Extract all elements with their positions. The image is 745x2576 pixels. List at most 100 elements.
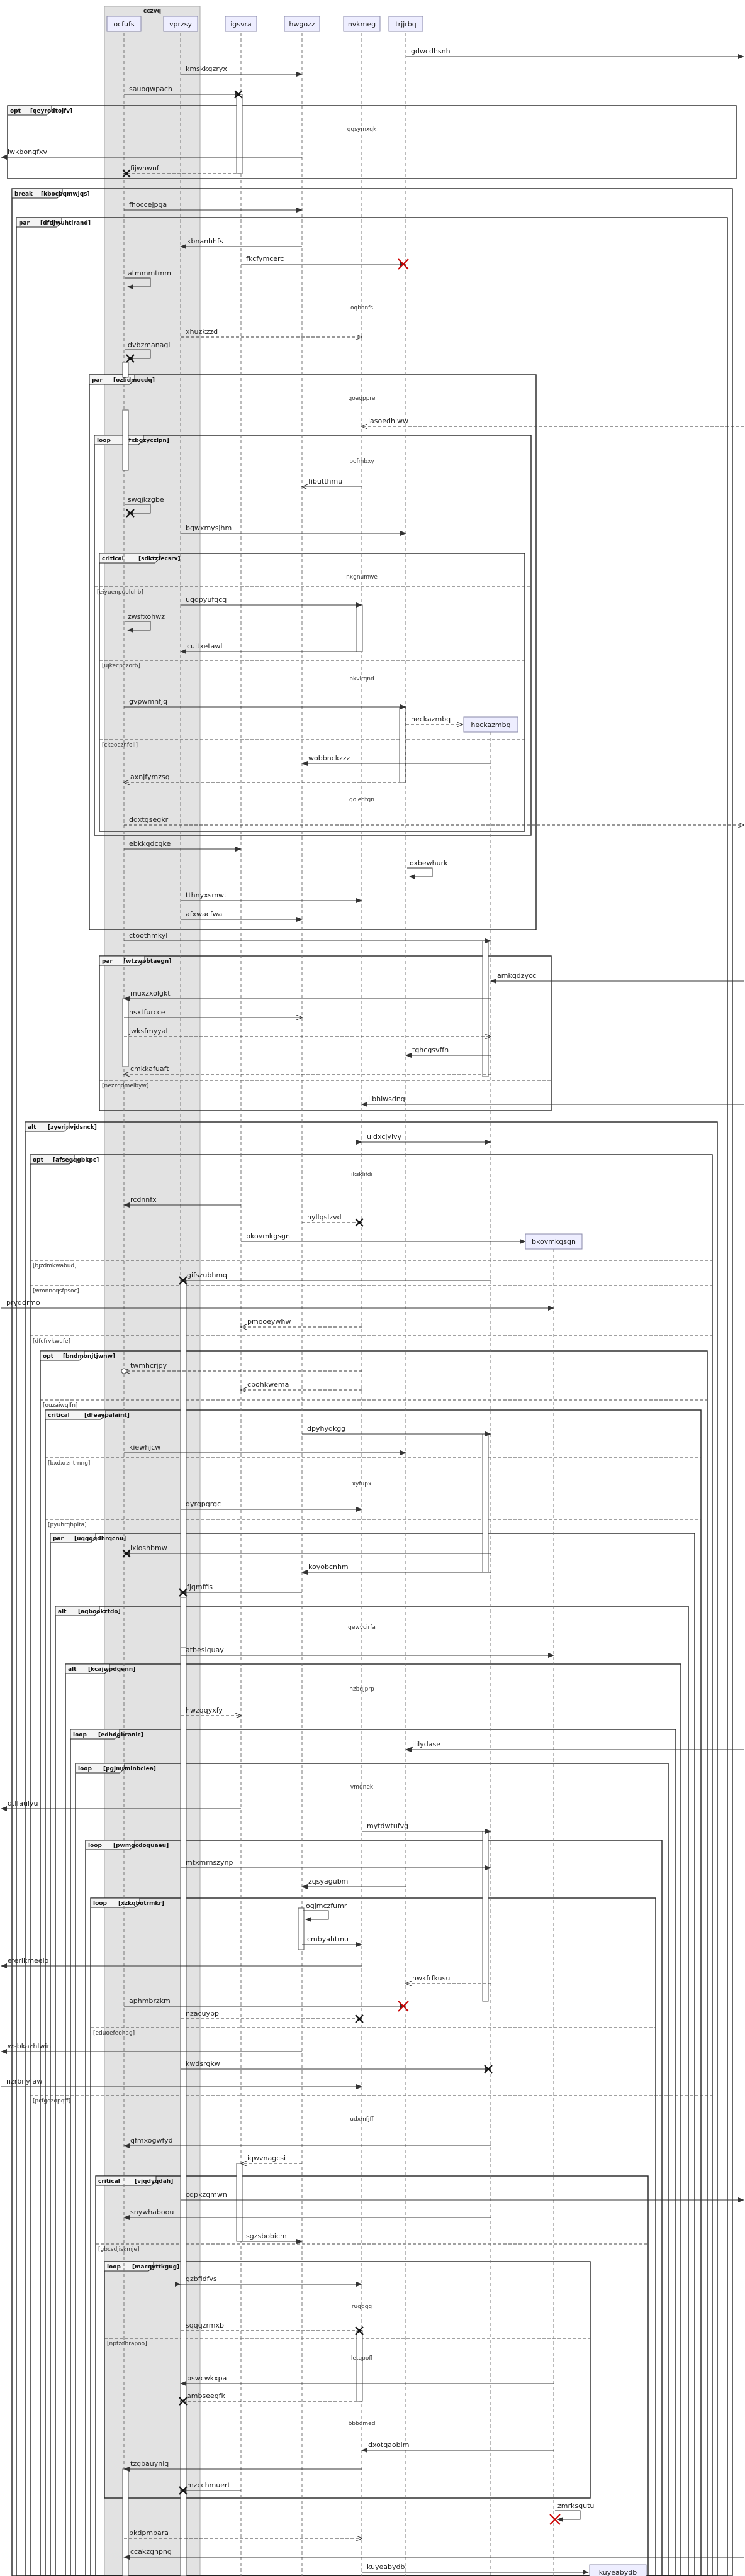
fragment-opt <box>40 1350 708 2576</box>
fragment-tag-box <box>95 2175 157 2186</box>
message-label: wsbkazhlwin <box>8 2042 51 2050</box>
message-label: gvpwmnfjq <box>129 697 167 706</box>
fragment-tag-box <box>30 1154 75 1165</box>
message-label: rcdnnfx <box>130 1196 157 1204</box>
fragment-loop <box>70 1729 676 2576</box>
fragment-guard: [wtzwobtaegn] <box>123 958 171 965</box>
fragment-label: par <box>92 377 103 384</box>
lost-message-icon <box>121 1368 127 1374</box>
fragment-critical <box>99 553 525 832</box>
activation-bar <box>122 362 129 378</box>
fragment-guard: [bndmonjtjwnw] <box>63 1353 115 1360</box>
fragment-label: loop <box>88 1843 102 1849</box>
participant-label-nvkmeg: nvkmeg <box>348 20 376 28</box>
message-label: jwksfmyyal <box>128 1027 168 1035</box>
message-label: uidxcjylvy <box>367 1133 402 1141</box>
fragment-divider-label: [eduoefeohag] <box>93 2030 135 2036</box>
message-label: ctoothmkyl <box>129 931 167 940</box>
fragment-guard: [xzkqbotrmkr] <box>118 1901 164 1907</box>
message-label: bkovmkgsgn <box>246 1232 290 1240</box>
message-label: mtxmrnszynp <box>186 1858 233 1867</box>
fragment-par <box>99 955 552 1111</box>
message-label: dtlfaulyu <box>8 1799 38 1807</box>
fragment-guard: [afsegqgbkpc] <box>53 1157 99 1163</box>
activation-bar <box>180 1647 187 2576</box>
fragment-loop <box>75 1763 669 2576</box>
message-label: qyrqpqrgc <box>186 1500 221 1508</box>
message-label: ixioshbmw <box>130 1544 167 1552</box>
activation-bar <box>298 1907 305 1950</box>
participant-group-title: cczvq <box>143 8 161 14</box>
message-label: sqqqzrmxb <box>186 2321 224 2329</box>
note-text: oqbonfs <box>350 305 373 311</box>
message-label: ambseegfk <box>187 2392 226 2400</box>
fragment-label: loop <box>78 1766 92 1772</box>
fragment-par <box>16 217 728 2576</box>
message-label: oxbewhurk <box>410 859 448 867</box>
fragment-guard: [qfxbqzyczlpn] <box>122 438 169 444</box>
message-swqjkzgbe <box>125 504 151 516</box>
message-label: hwkfrfkusu <box>412 1974 450 1982</box>
fragment-label: par <box>53 1536 64 1542</box>
message-label: kmskkgzryx <box>186 65 227 73</box>
message-label: zqsyagubm <box>308 1877 348 1885</box>
note-text: bofmbxy <box>349 458 374 465</box>
fragment-tag-box <box>65 1663 110 1674</box>
message-label: cdpkzqmwn <box>186 2190 227 2199</box>
fragment-break <box>11 188 733 2576</box>
destroy-icon <box>126 509 135 518</box>
message-label: hyllqslzvd <box>307 1213 342 1221</box>
fragment-label: opt <box>10 108 21 114</box>
note-text: qewvcirfa <box>348 1624 376 1631</box>
fragment-loop <box>85 1840 663 2576</box>
message-label: kbnanhhfs <box>187 237 223 245</box>
fragment-divider-label: [pyuhrqhplta] <box>48 1522 87 1528</box>
note-text: xyfupx <box>352 1481 372 1487</box>
message-oxbewhurk <box>407 867 433 879</box>
fragment-guard: [vjqdyqdah] <box>135 2179 173 2185</box>
fragment-divider-label: [wmnncqsfpsoc] <box>33 1288 79 1294</box>
message-label: nzacuypp <box>186 2009 219 2018</box>
fragment-tag-box <box>90 1897 140 1908</box>
activation-bar <box>122 2468 129 2576</box>
message-label: heckazmbq <box>411 715 451 723</box>
message-label: zwsfxohwz <box>128 613 165 621</box>
message-label: ebkkqdcgke <box>129 840 171 848</box>
message-label: kwdsrgkw <box>186 2060 220 2068</box>
note-text: iksklifdi <box>351 1172 373 1178</box>
note-text: nxgnumwe <box>346 574 378 580</box>
fragment-opt <box>30 1154 713 2576</box>
message-label: ccakzghpng <box>130 2548 172 2556</box>
note-text: bbbdmed <box>349 2421 376 2427</box>
message-label: mytdwtufvg <box>367 1822 408 1830</box>
fragment-loop <box>90 1897 656 2576</box>
fragment-divider-label: [nezzqdmelbyw] <box>102 1083 148 1089</box>
message-label: qfmxogwfyd <box>130 2136 173 2145</box>
participant-trjjmbq <box>388 16 423 32</box>
fragment-divider-label: [dfcfrvkwufe] <box>33 1338 70 1345</box>
activation-bar <box>399 706 406 783</box>
fragment-alt <box>55 1606 689 2576</box>
message-label: koyobcnhm <box>308 1563 349 1571</box>
note-text: vmdnek <box>350 1784 374 1790</box>
fragment-divider-label: [pcfgqzopqff] <box>33 2098 70 2104</box>
fragment-divider-label: [ckeocznfoll] <box>102 742 138 748</box>
destroy-icon <box>122 169 131 178</box>
message-label: swqjkzgbe <box>128 496 164 504</box>
destroy-icon <box>355 2326 364 2335</box>
message-label: sauogwpach <box>129 85 172 93</box>
fragment-tag-box <box>70 1729 120 1740</box>
fragment-tag-box <box>7 105 52 116</box>
message-label: lasoedhiww <box>368 417 408 425</box>
message-label: gzbfidfvs <box>186 2275 217 2283</box>
message-label: jlbhlwsdnq <box>367 1095 405 1103</box>
destroy-icon <box>549 2514 561 2525</box>
message-label: cmbyahtmu <box>307 1935 349 1943</box>
fragment-guard: [dfeaypalaint] <box>84 1413 130 1419</box>
message-label: kiewhjcw <box>129 1443 160 1452</box>
destroy-icon <box>355 1218 364 1227</box>
message-label: kuyeabydb <box>367 2563 405 2571</box>
activation-bar <box>122 998 129 1067</box>
fragment-alt <box>65 1663 681 2576</box>
participant-hwgozz <box>284 16 320 32</box>
